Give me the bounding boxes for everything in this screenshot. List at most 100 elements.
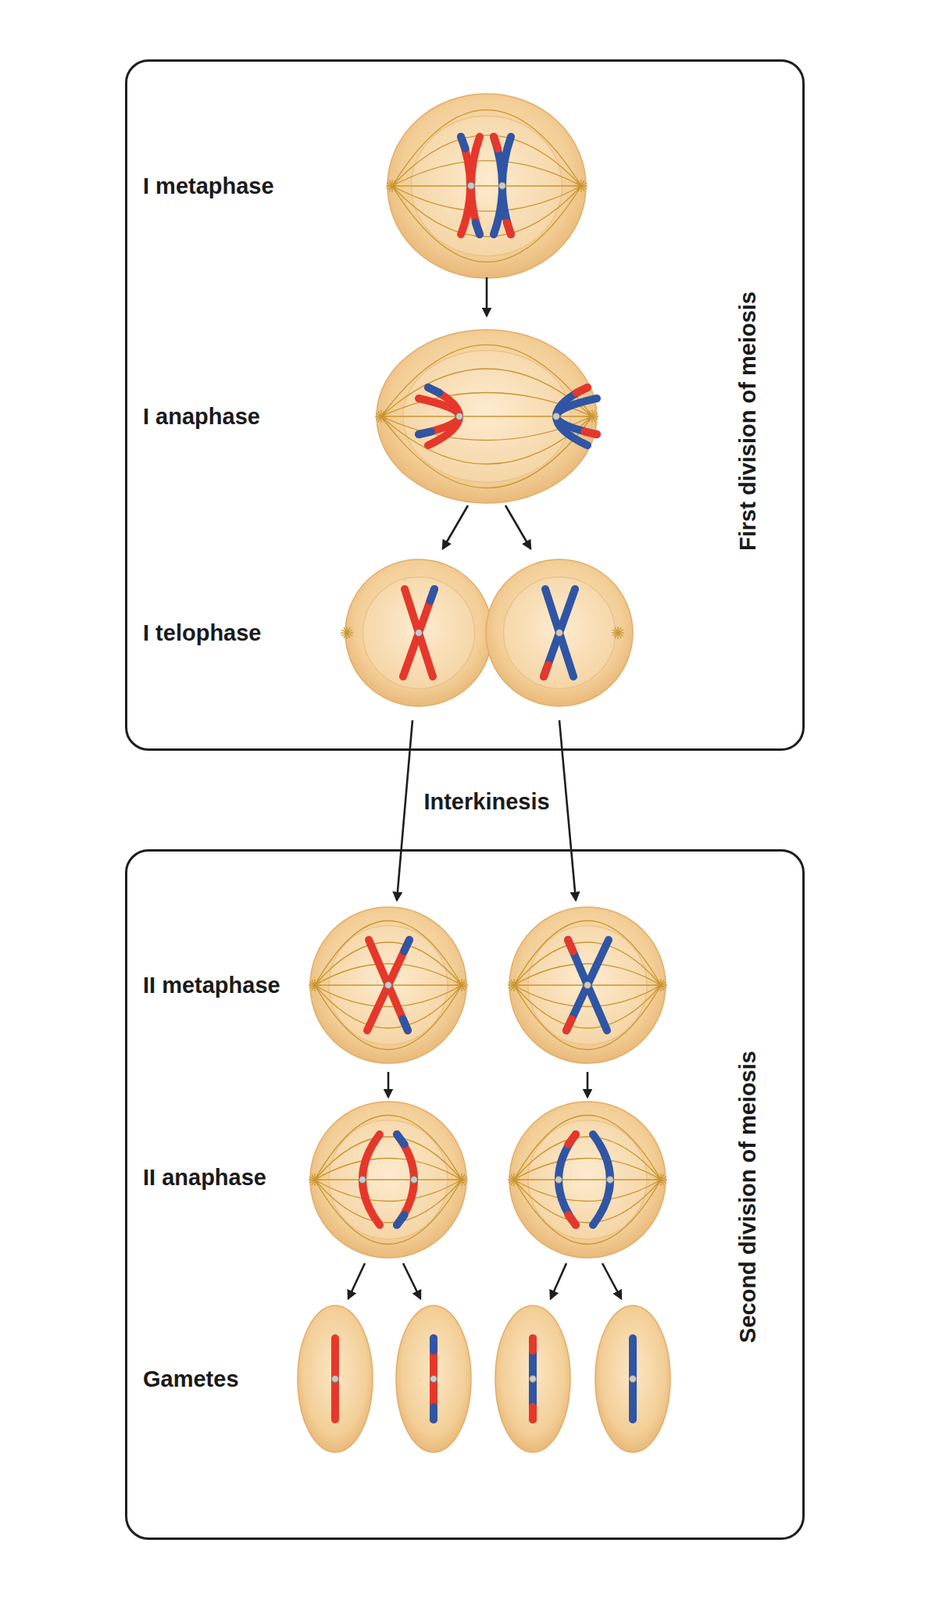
cell: [595, 1305, 671, 1453]
spindle-fiber: [392, 185, 582, 211]
spindle-fiber: [392, 160, 582, 186]
centrosome: [617, 629, 624, 633]
cell: [387, 93, 586, 279]
crossover-segment: [396, 1214, 405, 1225]
spindle-fiber: [514, 1179, 661, 1202]
centrosome: [461, 1176, 468, 1180]
arrow: [586, 1071, 590, 1097]
centrosome: [660, 981, 667, 986]
spindle-fiber: [314, 1115, 462, 1181]
centromere: [385, 981, 393, 990]
cell: [310, 907, 467, 1064]
arrow: [602, 1263, 622, 1299]
centromere: [430, 1375, 438, 1383]
crossover-segment: [460, 136, 466, 149]
crossover-segment: [403, 1018, 408, 1031]
chromatid: [428, 387, 460, 446]
spindle-fiber: [314, 1179, 462, 1223]
crossover-segment: [429, 1406, 438, 1420]
arrow: [505, 505, 531, 549]
centromere: [332, 1375, 340, 1383]
cell: [495, 1305, 571, 1453]
chromatid: [403, 589, 435, 677]
spindle-fiber: [392, 185, 582, 262]
spindle-fiber: [514, 1158, 661, 1181]
crossover-segment: [575, 387, 588, 393]
centromere: [456, 413, 464, 421]
chromatid: [566, 939, 609, 1031]
centromere: [415, 629, 423, 637]
spindle-fiber: [314, 1179, 462, 1245]
crossover-segment: [475, 222, 480, 235]
chromatid: [331, 1338, 340, 1420]
chromatid: [367, 939, 410, 1031]
centrosome: [346, 629, 353, 633]
spindle-fiber: [314, 1179, 462, 1202]
spindle-fiber: [392, 185, 582, 186]
centromere: [553, 413, 561, 421]
crossover-segment: [528, 1338, 537, 1351]
stage-label: I anaphase: [142, 403, 261, 430]
panel-title: First division of meiosis: [735, 291, 761, 551]
chromatid: [628, 1338, 637, 1420]
cell: [376, 329, 597, 504]
arrow: [559, 720, 576, 900]
chromatid: [556, 387, 588, 446]
centromere: [410, 1176, 418, 1184]
arrow: [396, 720, 413, 900]
cell: [509, 907, 666, 1064]
centromere: [553, 413, 561, 421]
spindle-fiber: [514, 1179, 661, 1245]
crossover-segment: [429, 1338, 438, 1351]
chromatid: [429, 1338, 438, 1420]
centromere: [456, 413, 464, 421]
cell: [396, 1305, 472, 1453]
centrosome: [314, 981, 321, 986]
cell: [345, 559, 493, 707]
crossover-segment: [403, 939, 410, 952]
spindle-fiber: [314, 1136, 462, 1180]
phase-label: Interkinesis: [421, 789, 551, 815]
stage-label: I telophase: [142, 620, 262, 647]
centrosome: [381, 413, 387, 417]
centrosome: [592, 413, 598, 417]
spindle-fiber: [314, 1158, 462, 1181]
spindle-fiber: [514, 1136, 661, 1180]
crossover-segment: [584, 432, 597, 435]
crossover-segment: [566, 1018, 572, 1031]
crossover-segment: [567, 1134, 576, 1145]
crossover-segment: [543, 664, 548, 677]
centrosome: [581, 182, 587, 186]
centromere: [499, 182, 507, 190]
chromatid: [528, 1338, 537, 1420]
centromere: [584, 981, 592, 990]
centromere: [415, 629, 423, 637]
centromere: [629, 1375, 637, 1383]
centrosome: [514, 981, 520, 986]
cell: [310, 1101, 467, 1258]
cell: [297, 1305, 373, 1453]
spindle-fiber: [314, 1178, 462, 1180]
arrow: [348, 1263, 365, 1299]
spindle-fiber: [514, 1178, 661, 1180]
centromere: [385, 981, 393, 990]
centromere: [607, 1176, 615, 1184]
centromere: [555, 1176, 563, 1184]
cell: [485, 559, 633, 707]
spindle-fiber: [392, 135, 582, 186]
spindle-fiber: [514, 1115, 661, 1181]
chromatid: [543, 589, 575, 677]
nucleus: [503, 577, 616, 690]
arrow: [403, 1263, 421, 1299]
centrosome: [392, 182, 398, 186]
stage-label: Gametes: [142, 1366, 240, 1393]
centrosome: [461, 981, 468, 986]
crossover-segment: [493, 136, 498, 149]
arrow: [550, 1263, 567, 1299]
centromere: [467, 182, 475, 190]
stage-label: I metaphase: [142, 173, 275, 200]
crossover-segment: [507, 222, 511, 235]
arrow: [485, 277, 489, 316]
crossover-segment: [396, 1134, 405, 1145]
stage-label: II anaphase: [142, 1164, 267, 1191]
